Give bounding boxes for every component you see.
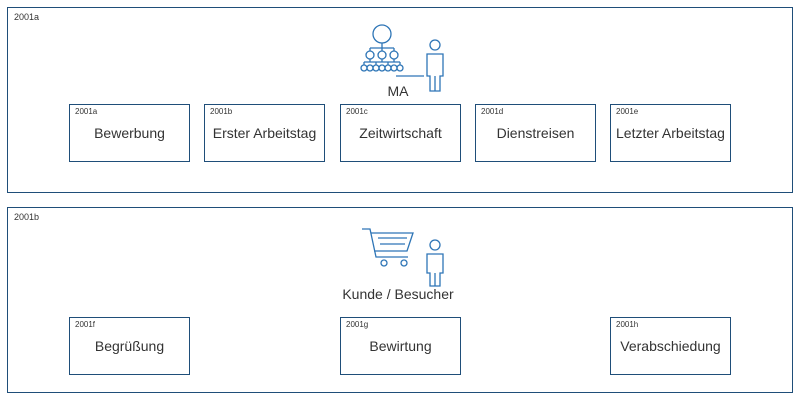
shopping-cart-person-icon	[358, 221, 448, 287]
process-box: 2001c Zeitwirtschaft	[340, 104, 461, 162]
process-label: Dienstreisen	[496, 125, 575, 141]
org-chart-person-icon	[358, 21, 448, 93]
process-id: 2001h	[616, 320, 639, 329]
process-id: 2001d	[481, 107, 504, 116]
process-label: Erster Arbeitstag	[212, 125, 317, 141]
process-id: 2001f	[75, 320, 96, 329]
process-box: 2001b Erster Arbeitstag	[204, 104, 325, 162]
process-label: Begrüßung	[94, 338, 165, 354]
process-label: Bewerbung	[94, 125, 165, 141]
group-employee: 2001a	[7, 7, 793, 193]
process-box: 2001f Begrüßung	[69, 317, 190, 375]
actor-label: Kunde / Besucher	[342, 286, 454, 302]
process-id: 2001e	[616, 107, 639, 116]
process-box: 2001a Bewerbung	[69, 104, 190, 162]
process-label: Verabschiedung	[620, 338, 721, 354]
process-box: 2001g Bewirtung	[340, 317, 461, 375]
group-customer: 2001b Kunde / Besucher 2001f Begrüßung 2…	[7, 207, 793, 393]
process-box: 2001e Letzter Arbeitstag	[610, 104, 731, 162]
process-box: 2001d Dienstreisen	[475, 104, 596, 162]
process-box: 2001h Verabschiedung	[610, 317, 731, 375]
group-id: 2001b	[14, 212, 40, 222]
process-label: Zeitwirtschaft	[359, 125, 442, 141]
process-id: 2001g	[346, 320, 369, 329]
process-id: 2001c	[346, 107, 368, 116]
process-label: Letzter Arbeitstag	[616, 125, 725, 141]
process-id: 2001b	[210, 107, 233, 116]
process-label: Bewirtung	[369, 338, 432, 354]
process-id: 2001a	[75, 107, 98, 116]
actor-label: MA	[387, 83, 409, 99]
group-id: 2001a	[14, 12, 40, 22]
